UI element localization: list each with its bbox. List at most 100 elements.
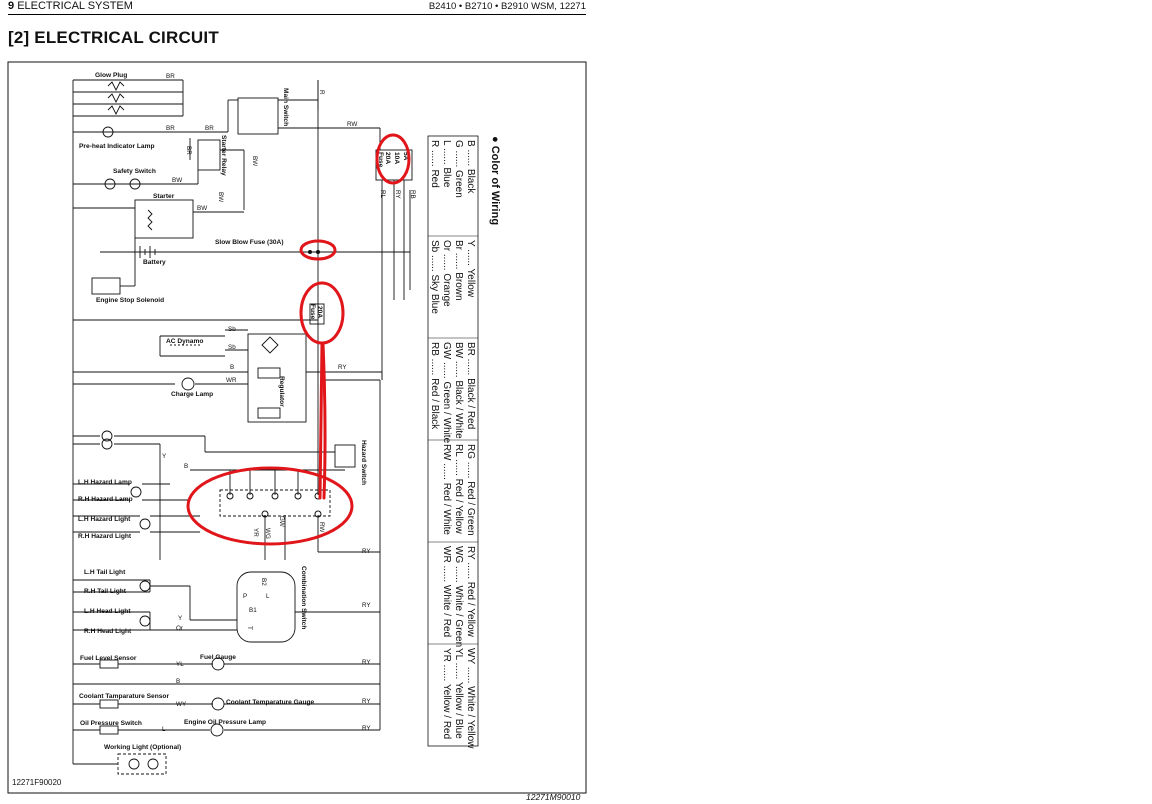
indicator-lamp-symbol	[101, 430, 113, 442]
legend-entry: RY ...... Red / Yellow	[465, 546, 476, 638]
safety-switch-symbol	[104, 178, 116, 190]
legend-entry: WG ...... White / Green	[453, 546, 464, 647]
legend-entry: R ...... Red	[429, 140, 440, 188]
page-title: [2] ELECTRICAL CIRCUIT	[8, 28, 219, 47]
head-light-symbol	[139, 615, 151, 627]
hazard-light-symbol	[139, 518, 151, 530]
legend-entry: BW ...... Black / White	[453, 342, 464, 439]
legend-entry: RL ...... Red / Yellow	[453, 444, 464, 534]
wire-code: R	[318, 90, 325, 95]
lh-hazard-light-label: L.H Hazard Light	[78, 516, 131, 523]
legend-entry: YL ...... Yellow / Blue	[453, 648, 464, 739]
wire-code: B2	[260, 578, 267, 586]
wire-code: YR	[252, 528, 259, 537]
battery-label: Battery	[143, 259, 166, 266]
safety-switch-label: Safety Switch	[113, 168, 156, 175]
annotation-circle-slow-blow	[299, 239, 337, 261]
wire-code: BR	[185, 146, 192, 155]
regulator-element	[257, 407, 281, 419]
wire-code: RW	[347, 121, 357, 128]
charge-lamp-label: Charge Lamp	[171, 391, 213, 398]
figure-id: 12271F90020	[12, 778, 62, 787]
rectifier-symbol	[261, 336, 279, 354]
wire-code: RY	[362, 698, 371, 705]
legend-entry: L ...... Blue	[441, 140, 452, 188]
wire-code: BW	[197, 205, 207, 212]
oil-lamp-symbol	[210, 723, 224, 737]
starter-label: Starter	[153, 193, 175, 200]
oil-pressure-lamp-label: Engine Oil Pressure Lamp	[184, 719, 266, 726]
wire-code: GW	[278, 516, 285, 527]
fuse-box-20a: 20A	[384, 152, 391, 164]
battery-symbol	[139, 246, 156, 258]
wire-code: RY	[338, 364, 347, 371]
wire-code: WG	[264, 528, 271, 539]
fuse-20a-box	[309, 303, 325, 325]
legend-entry: Br ...... Brown	[453, 240, 464, 301]
coolant-gauge-symbol	[211, 697, 225, 711]
diagram-frame	[7, 61, 587, 794]
wire-code: P	[243, 593, 247, 600]
wire-code: B	[176, 678, 180, 685]
wire-code: B	[184, 463, 188, 470]
working-light-symbol	[128, 758, 140, 770]
fuel-gauge-symbol	[211, 657, 225, 671]
wire-code: RY	[394, 190, 401, 199]
legend-entry: Or ...... Orange	[441, 240, 452, 307]
wire-code: WR	[226, 377, 237, 384]
red-annotations	[186, 133, 411, 546]
legend-entry: WR ...... White / Red	[441, 546, 452, 637]
legend-entry: YR ...... Yellow / Red	[441, 648, 452, 739]
rh-head-light-label: R.H Head Light	[84, 628, 132, 635]
working-light-symbol	[147, 758, 159, 770]
legend-entry: Sb ...... Sky Blue	[429, 240, 440, 314]
glow-plug-symbol	[107, 81, 125, 92]
wire-code: BR	[205, 125, 214, 132]
preheat-lamp-label: Pre-heat Indicator Lamp	[79, 143, 154, 150]
wire-code: YL	[176, 661, 184, 668]
wire-code: Y	[162, 453, 167, 460]
regulator-element	[257, 367, 281, 379]
legend-entry: RG ...... Red / Green	[465, 444, 476, 536]
engine-stop-solenoid-label: Engine Stop Solenoid	[96, 297, 164, 304]
wire-code: WY	[176, 701, 187, 708]
wire-code: RY	[362, 602, 371, 609]
fuse-label: Fuse	[309, 304, 316, 320]
page-header: 9 ELECTRICAL SYSTEM B2410 • B2710 • B291…	[8, 0, 586, 15]
lh-tail-light-label: L.H Tail Light	[84, 569, 126, 576]
legend-title: ● Color of Wiring	[489, 136, 501, 225]
wire-code: B1	[249, 607, 257, 614]
fuse-20a-rating: 20A	[316, 306, 323, 318]
section-heading: 9 ELECTRICAL SYSTEM	[8, 0, 133, 12]
tail-light-symbol	[139, 580, 151, 592]
wire-code: Y	[178, 615, 183, 622]
wire-code: Sb	[228, 326, 236, 333]
wire-code: BW	[217, 192, 224, 202]
wires	[72, 79, 413, 775]
rh-hazard-lamp-label: R.H Hazard Lamp	[78, 496, 133, 503]
fuel-gauge-label: Fuel Gauge	[200, 654, 236, 661]
fuse-box-label: Fuse	[377, 152, 384, 168]
legend-entry: WY ...... White / Yellow	[465, 648, 476, 749]
connection-dots	[226, 250, 322, 518]
oil-pressure-switch-label: Oil Pressure Switch	[80, 720, 142, 727]
annotation-circle-fuse-box	[375, 133, 411, 185]
wire-code: RY	[362, 725, 371, 732]
legend-title-text: Color of Wiring	[489, 146, 501, 225]
annotation-line	[321, 342, 327, 500]
annotation-circle-hazard-unit	[186, 466, 354, 546]
wire-code: Sb	[228, 344, 236, 351]
wire-code: BR	[166, 73, 175, 80]
fuse-box-5a: 5A	[402, 152, 409, 161]
lh-hazard-lamp-label: L.H Hazard Lamp	[78, 479, 132, 486]
ac-dynamo-label: AC Dynamo	[166, 338, 203, 345]
coolant-sensor-symbol	[99, 699, 119, 709]
legend-entry: RB ...... Red / Black	[429, 342, 440, 430]
hazard-lamp-symbol	[130, 486, 142, 498]
legend-entry: RW ...... Red / White	[441, 444, 452, 535]
preheat-lamp-symbol	[102, 126, 114, 138]
regulator-label: Regulator	[278, 376, 285, 407]
component-symbols	[99, 81, 325, 770]
combination-switch-label: Combination Switch	[300, 566, 307, 629]
